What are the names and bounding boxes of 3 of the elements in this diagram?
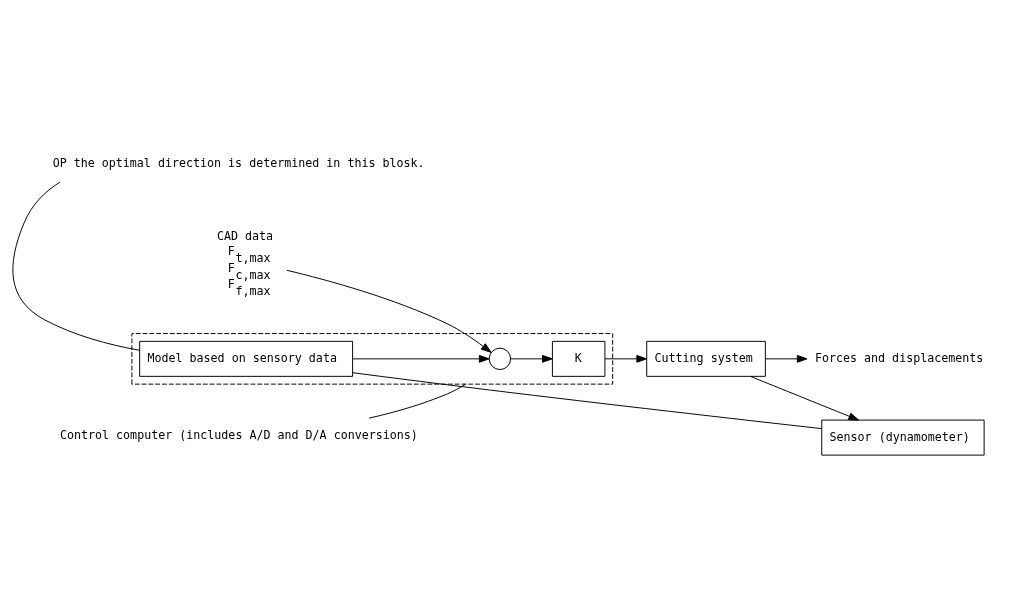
node-text: OP the optimal direction is determined in this blosk.	[52, 155, 425, 170]
node-text: Control computer (includes A/D and D/A conversions)	[59, 427, 418, 442]
node-text: Forces and displacements	[814, 350, 984, 365]
